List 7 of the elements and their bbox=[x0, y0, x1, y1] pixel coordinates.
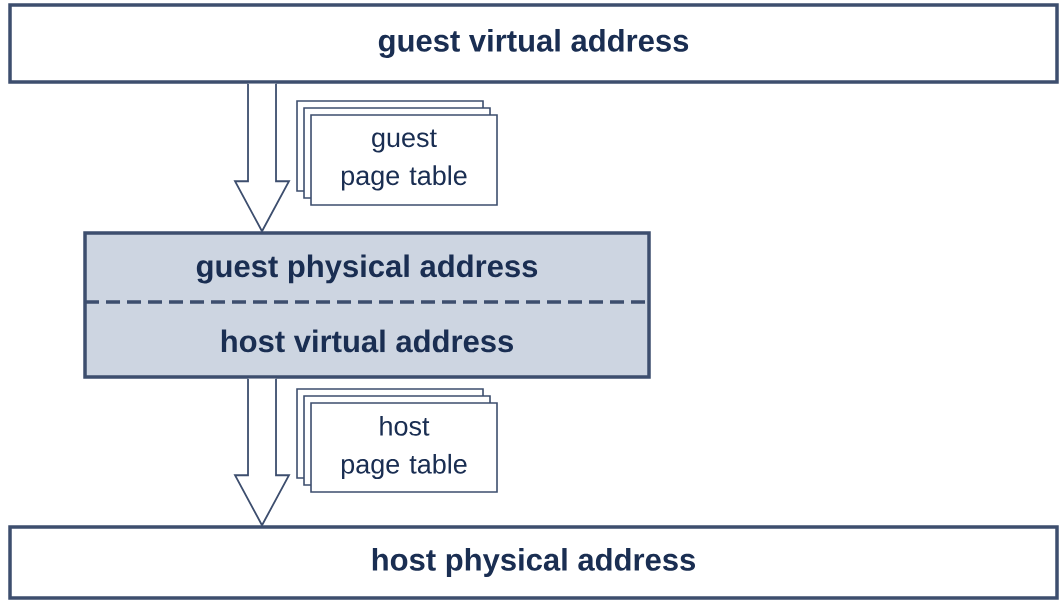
page-table-stack: guest page table bbox=[296, 100, 498, 206]
hollow-arrow bbox=[233, 82, 291, 234]
address-box: guest physical address host virtual address bbox=[83, 231, 651, 379]
page-table-stack: host page table bbox=[296, 388, 498, 493]
address-box: guest virtual address bbox=[8, 3, 1059, 84]
address-box: host physical address bbox=[8, 525, 1059, 600]
hollow-arrow bbox=[233, 377, 291, 528]
